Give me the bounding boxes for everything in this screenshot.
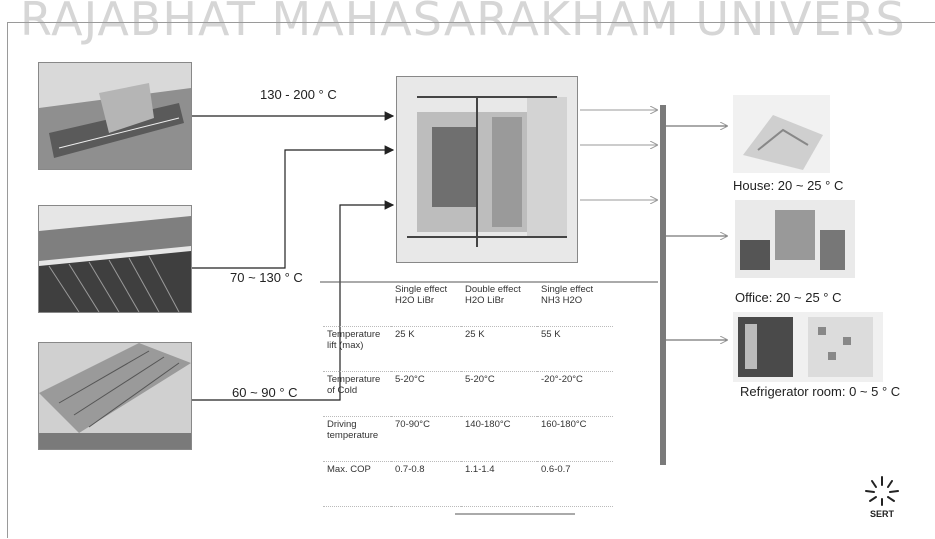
table-cell: 55 K (537, 327, 613, 372)
output-label-house: House: 20 ~ 25 ° C (733, 178, 843, 193)
input-temp-label-2: 70 ~ 130 ° C (230, 270, 303, 285)
table-row: Temperature lift (max) 25 K 25 K 55 K (323, 327, 613, 372)
row-label: Temperature lift (max) (323, 327, 391, 372)
table-cell: 160-180°C (537, 417, 613, 462)
output-label-refrigerator-room: Refrigerator room: 0 ~ 5 ° C (740, 384, 900, 399)
house-photo (733, 95, 830, 173)
table-row: Max. COP 0.7-0.8 1.1-1.4 0.6-0.7 (323, 462, 613, 507)
absorption-chiller-photo (396, 76, 578, 263)
table-cell: -20°-20°C (537, 372, 613, 417)
row-label: Driving temperature (323, 417, 391, 462)
logo-text: SERT (862, 509, 902, 519)
distribution-bar (660, 105, 666, 465)
table-header-empty (323, 282, 391, 327)
row-label: Temperature of Cold (323, 372, 391, 417)
arrow-input-2 (190, 150, 393, 268)
input-temp-label-3: 60 ~ 90 ° C (232, 385, 298, 400)
sun-rays-icon (862, 473, 902, 509)
office-photo (735, 200, 855, 278)
sert-logo: SERT (862, 473, 902, 523)
input-temp-label-1: 130 - 200 ° C (260, 87, 337, 102)
table-cell: 25 K (391, 327, 461, 372)
output-label-office: Office: 20 ~ 25 ° C (735, 290, 842, 305)
table-row: Driving temperature 70-90°C 140-180°C 16… (323, 417, 613, 462)
table-cell: 0.7-0.8 (391, 462, 461, 507)
row-label: Max. COP (323, 462, 391, 507)
refrigerator-room-photo (733, 312, 883, 382)
collector-photo-2 (38, 205, 192, 313)
table-cell: 0.6-0.7 (537, 462, 613, 507)
table-cell: 5-20°C (461, 372, 537, 417)
collector-photo-1 (38, 62, 192, 170)
table-cell: 5-20°C (391, 372, 461, 417)
table-cell: 25 K (461, 327, 537, 372)
table-cell: 140-180°C (461, 417, 537, 462)
collector-photo-3 (38, 342, 192, 450)
table-cell: 1.1-1.4 (461, 462, 537, 507)
table-row: Temperature of Cold 5-20°C 5-20°C -20°-2… (323, 372, 613, 417)
table-cell: 70-90°C (391, 417, 461, 462)
